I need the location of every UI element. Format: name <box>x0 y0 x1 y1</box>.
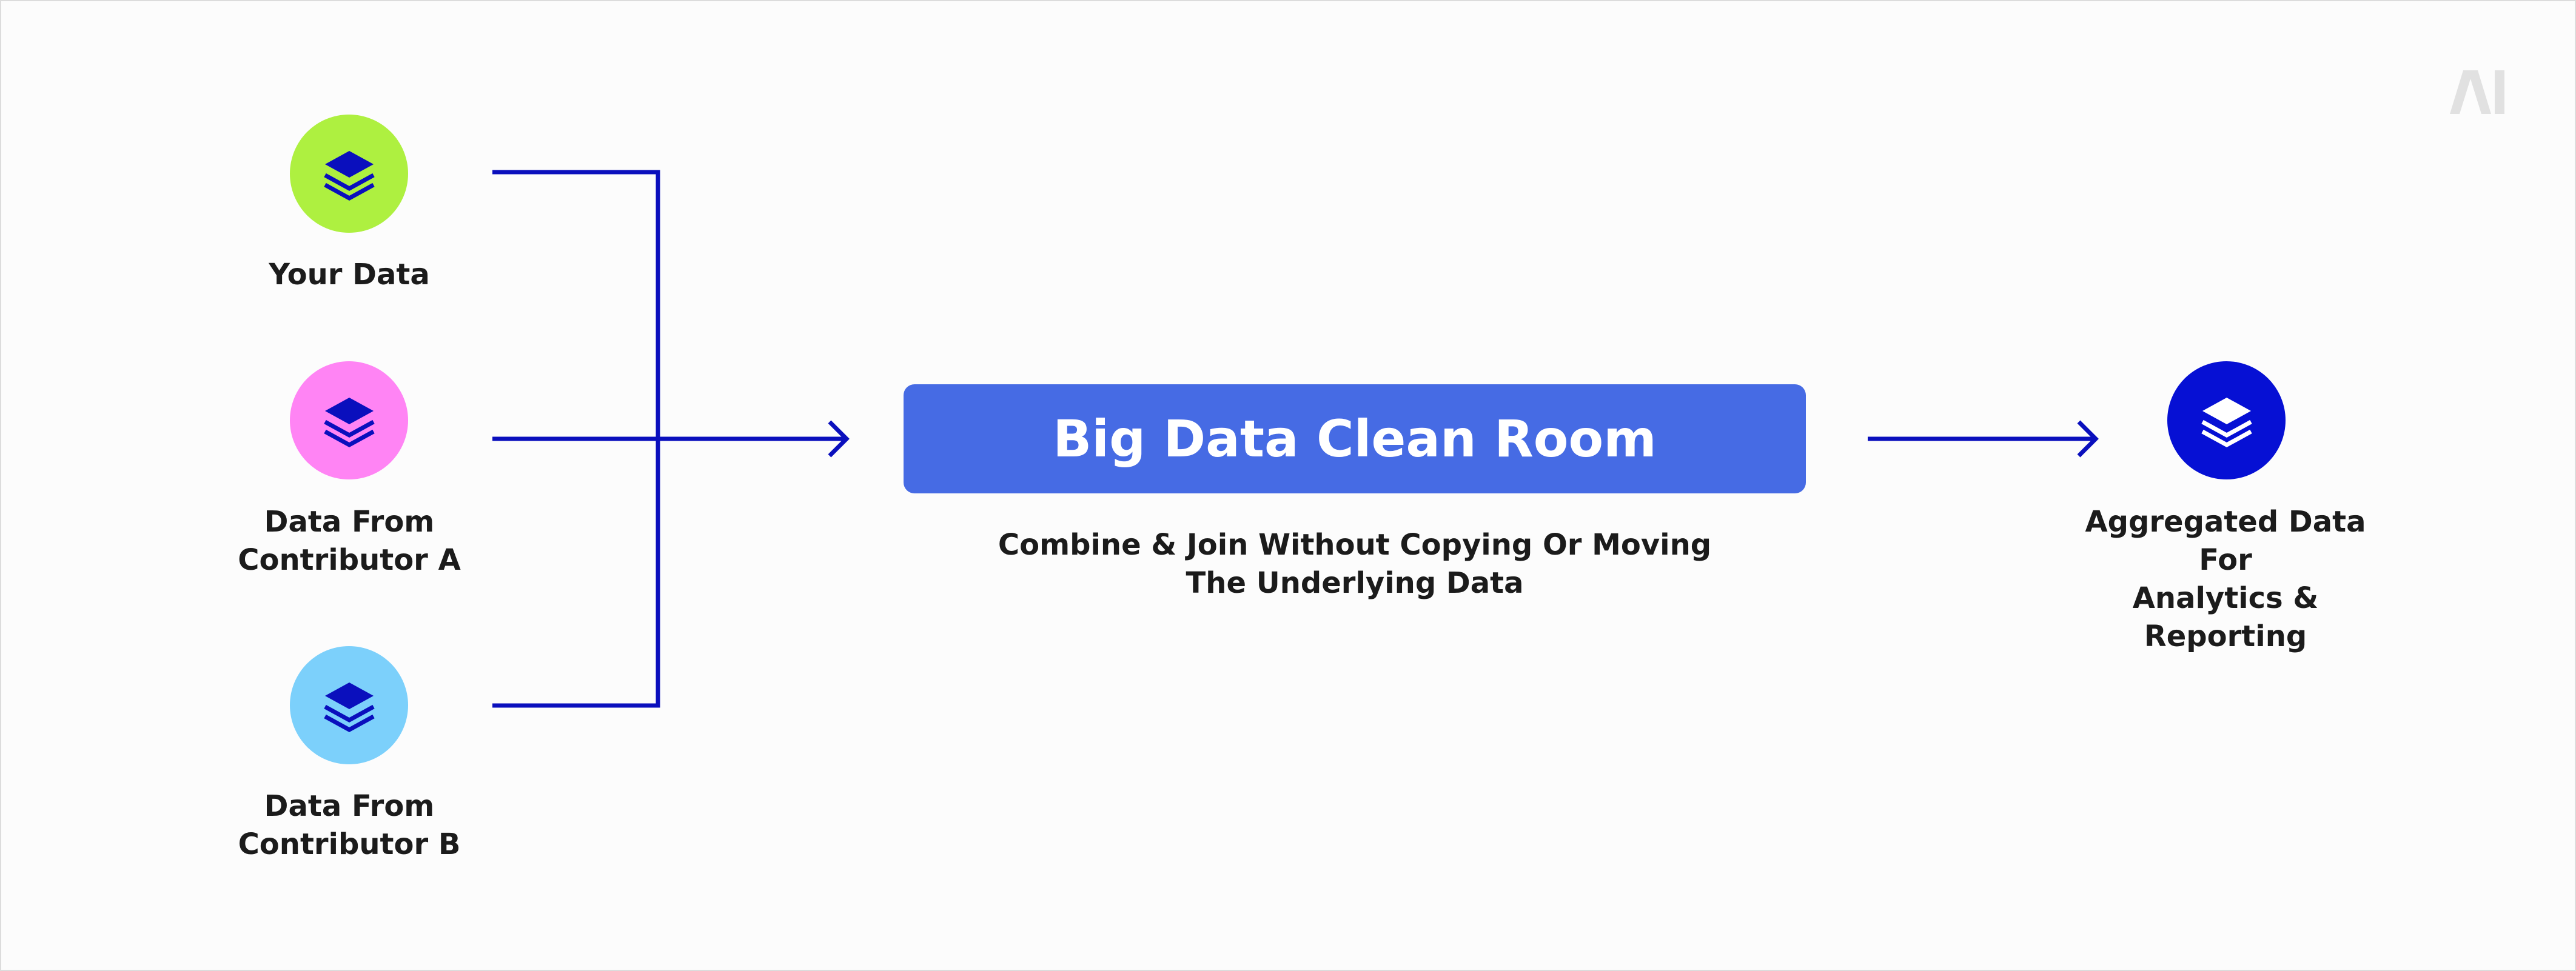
layers-icon <box>323 682 375 732</box>
clean-room-title: Big Data Clean Room <box>1053 409 1657 469</box>
contributor-a-node <box>290 361 408 479</box>
contributor-b-label: Data From Contributor B <box>192 787 507 864</box>
layers-icon <box>323 150 375 201</box>
output-label-line-1: Aggregated Data For <box>2085 505 2366 577</box>
clean-room-caption-line-2: The Underlying Data <box>1186 566 1524 600</box>
your-data-node <box>290 115 408 233</box>
your-data-label: Your Data <box>192 256 507 294</box>
clean-room-caption: Combine & Join Without Copying Or Moving… <box>946 526 1763 602</box>
clean-room-box: Big Data Clean Room <box>904 384 1806 493</box>
layers-icon <box>2201 397 2252 447</box>
clean-room-caption-line-1: Combine & Join Without Copying Or Moving <box>998 528 1712 562</box>
contributor-a-label-line-1: Data From <box>264 505 435 539</box>
ai-logo-icon <box>2450 70 2504 114</box>
layers-icon <box>323 397 375 447</box>
contributor-a-label-line-2: Contributor A <box>238 543 461 577</box>
output-label: Aggregated Data For Analytics & Reportin… <box>2068 503 2383 656</box>
contributor-b-label-line-1: Data From <box>264 789 435 823</box>
output-node <box>2167 361 2286 479</box>
arrowhead-to-clean-room <box>828 420 850 458</box>
output-label-line-2: Analytics & Reporting <box>2132 581 2319 653</box>
contributor-b-label-line-2: Contributor B <box>238 827 461 861</box>
your-data-label-line-1: Your Data <box>269 258 430 292</box>
contributor-b-node <box>290 646 408 764</box>
arrowhead-to-output <box>2077 420 2099 458</box>
contributor-a-label: Data From Contributor A <box>192 503 507 579</box>
